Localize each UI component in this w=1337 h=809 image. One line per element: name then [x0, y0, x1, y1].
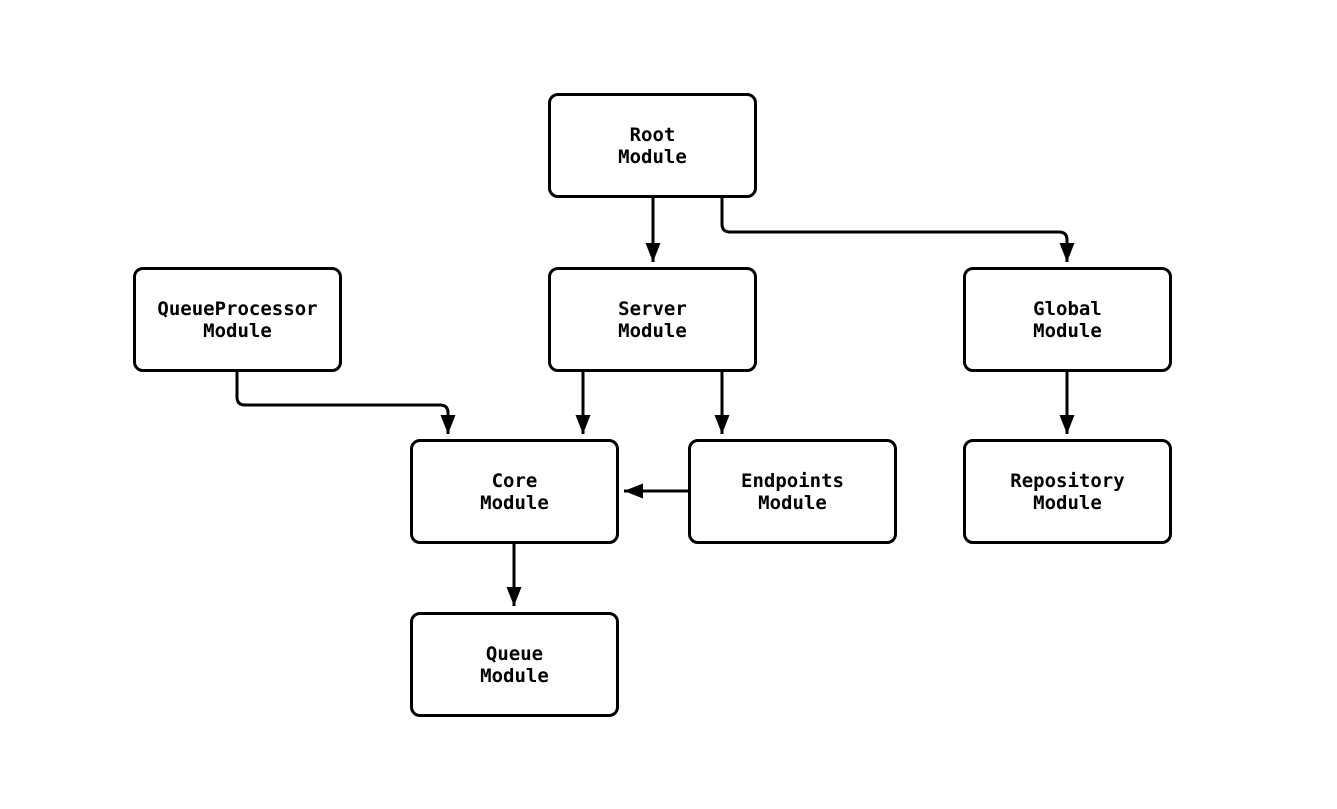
node-server-module-label: Server Module [618, 297, 687, 342]
node-root-module-label: Root Module [618, 123, 687, 168]
node-global-module-label: Global Module [1033, 297, 1102, 342]
node-queue-module: Queue Module [410, 612, 619, 717]
node-repository-module: Repository Module [963, 439, 1172, 544]
node-queueprocessor-module: QueueProcessor Module [133, 267, 342, 372]
node-core-module-label: Core Module [480, 469, 549, 514]
edge-root-to-global [720, 198, 1075, 262]
edge-queueprocessor-to-core [235, 372, 456, 434]
node-endpoints-module-label: Endpoints Module [741, 469, 844, 514]
node-core-module: Core Module [410, 439, 619, 544]
node-endpoints-module: Endpoints Module [688, 439, 897, 544]
node-root-module: Root Module [548, 93, 757, 198]
node-repository-module-label: Repository Module [1010, 469, 1125, 514]
node-server-module: Server Module [548, 267, 757, 372]
node-queueprocessor-module-label: QueueProcessor Module [157, 297, 318, 342]
node-queue-module-label: Queue Module [480, 642, 549, 687]
node-global-module: Global Module [963, 267, 1172, 372]
